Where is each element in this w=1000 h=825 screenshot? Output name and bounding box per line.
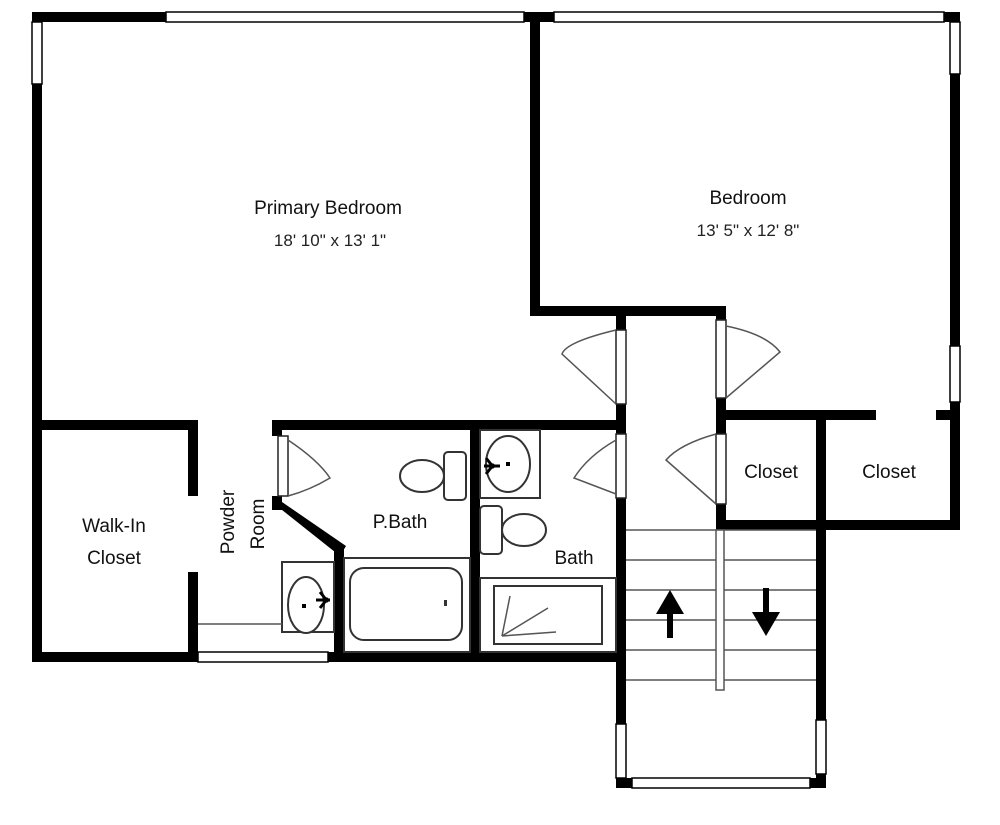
interior-walls: [32, 12, 960, 662]
bedroom-dims: 13' 5" x 12' 8": [697, 221, 800, 240]
window-powder-bottom: [197, 651, 329, 663]
sink-icon: [281, 561, 335, 634]
bath-label: Bath: [554, 548, 593, 569]
toilet-icon: [399, 451, 467, 501]
closet-2-label: Closet: [862, 462, 917, 483]
sink-icon: [479, 429, 541, 499]
stairs: [626, 529, 816, 691]
window-bedroom-right: [949, 345, 961, 403]
window-stairs-bottom: [631, 777, 811, 789]
window-stairs-right: [815, 719, 827, 775]
bathtub-icon: [343, 557, 471, 653]
toilet-icon: [479, 505, 547, 555]
doors: [277, 319, 782, 505]
window-stairs-left: [615, 723, 627, 779]
p-bath-label: P.Bath: [373, 512, 428, 533]
fixtures: [198, 429, 617, 653]
room-labels: Primary Bedroom 18' 10" x 13' 1" Bedroom…: [82, 188, 916, 569]
closet-1-label: Closet: [744, 462, 799, 483]
window-bedroom-top: [553, 11, 945, 23]
primary-bedroom-dims: 18' 10" x 13' 1": [274, 231, 386, 250]
windows: [31, 11, 961, 789]
arrow-down-icon: [752, 588, 780, 636]
powder-room-label-line1: Powder: [218, 489, 239, 554]
arrow-up-icon: [656, 590, 684, 638]
window-bedroom-right-top: [949, 21, 961, 75]
shower-icon: [479, 577, 617, 653]
primary-bedroom-name: Primary Bedroom: [254, 198, 402, 219]
exterior-walls: [32, 12, 960, 788]
window-primary-top: [165, 11, 525, 23]
window-primary-left: [31, 21, 43, 85]
bedroom-name: Bedroom: [709, 188, 786, 209]
powder-room-label-line2: Room: [248, 499, 269, 550]
walk-in-closet-label-line2: Closet: [87, 548, 142, 569]
walk-in-closet-label-line1: Walk-In: [82, 516, 146, 537]
